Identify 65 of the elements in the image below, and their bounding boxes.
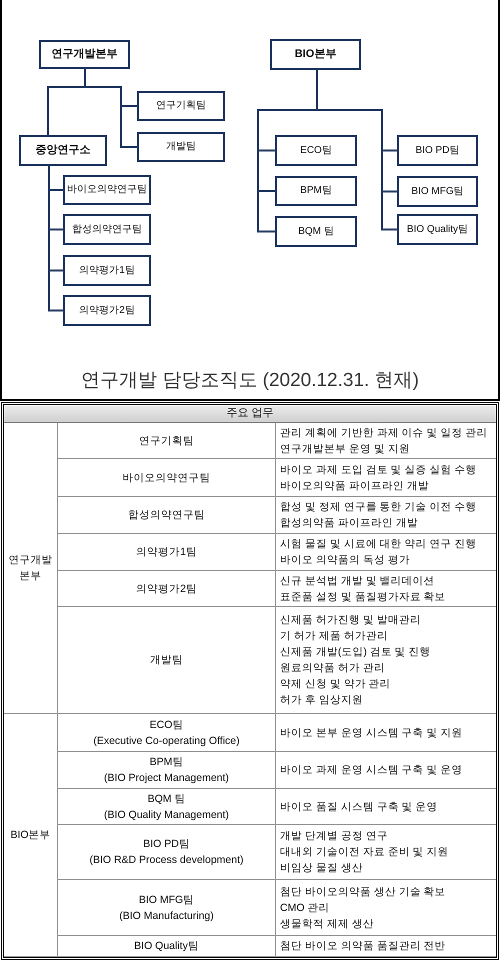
duty-text: 약제 신청 및 약가 관리 bbox=[280, 677, 391, 692]
connector-line bbox=[47, 69, 86, 135]
duty-text: 연구개발본부 운영 및 지원 bbox=[280, 442, 410, 456]
team-box: BQM 팀 bbox=[275, 216, 357, 247]
duty-text: 생물학적 제제 생산 bbox=[280, 916, 374, 932]
team-name: BQM 팀 bbox=[148, 792, 186, 806]
duty-text: 합성 및 정제 연구를 통한 기술 이전 수행 bbox=[280, 500, 476, 515]
duty-text: 원료의약품 허가 관리 bbox=[280, 661, 385, 676]
team-box: 개발팀 bbox=[137, 132, 225, 162]
team-name: 연구기획팀 bbox=[139, 434, 194, 448]
duty-text: 표준품 설정 및 품질평가자료 확보 bbox=[280, 590, 446, 604]
team-full-name: (BIO Project Management) bbox=[104, 771, 229, 786]
connector-line bbox=[48, 166, 63, 312]
duty-text: 바이오 본부 운영 시스템 구축 및 지원 bbox=[280, 726, 463, 740]
duty-text: 바이오 의약품의 독성 평가 bbox=[280, 553, 410, 568]
team-box: BIO Quality팀 bbox=[397, 214, 478, 245]
duty-text: 허가 후 임상지원 bbox=[280, 693, 363, 708]
table-header: 주요 업무 bbox=[4, 405, 496, 423]
team-box: 바이오의약연구팀 bbox=[63, 175, 151, 205]
team-box: BIO PD팀 bbox=[397, 135, 478, 166]
diagram-caption: 연구개발 담당조직도 (2020.12.31. 현재) bbox=[81, 370, 419, 393]
team-name: 바이오의약연구팀 bbox=[122, 470, 210, 486]
duty-text: 첨단 바이오 의약품 품질관리 전반 bbox=[280, 939, 446, 954]
division-box: 중앙연구소 bbox=[19, 135, 107, 166]
division-name: BIO본부 bbox=[10, 828, 51, 843]
duty-text: 바이오 과제 운영 시스템 구축 및 운영 bbox=[280, 763, 463, 778]
team-name: BIO Quality팀 bbox=[134, 939, 199, 954]
team-name: BIO PD팀 bbox=[143, 837, 190, 852]
duty-text: 첨단 바이오의약품 생산 기술 확보 bbox=[280, 884, 446, 900]
team-box: 의약평가2팀 bbox=[63, 295, 151, 326]
team-name: 의약평가1팀 bbox=[136, 545, 197, 560]
duty-text: 합성의약품 파이프라인 개발 bbox=[280, 516, 418, 531]
team-full-name: (BIO R&D Process development) bbox=[89, 853, 244, 868]
team-name: 의약평가2팀 bbox=[136, 582, 197, 596]
duty-text: 바이오 과제 도입 검토 및 실증 실험 수행 bbox=[280, 462, 476, 478]
team-box: 합성의약연구팀 bbox=[63, 214, 151, 245]
team-full-name: (BIO Quality Management) bbox=[104, 808, 229, 822]
duty-text: 신제품 개발(도입) 검토 및 진행 bbox=[280, 645, 431, 660]
duty-text: 비임상 물질 생산 bbox=[280, 861, 363, 876]
duty-text: 바이오의약품 파이프라인 개발 bbox=[280, 478, 429, 494]
division-box: BIO본부 bbox=[270, 39, 361, 70]
team-box: BPM팀 bbox=[275, 176, 357, 206]
team-box: 의약평가1팀 bbox=[63, 255, 151, 286]
connector-line bbox=[316, 70, 397, 230]
duty-text: 관리 계획에 기반한 과제 이슈 및 일정 관리 bbox=[280, 426, 488, 440]
team-box: 연구기획팀 bbox=[137, 91, 225, 121]
team-box: BIO MFG팀 bbox=[397, 176, 478, 207]
division-name: 연구개발 본부 bbox=[8, 553, 54, 584]
duty-text: 기 허가 제품 허가관리 bbox=[280, 629, 388, 644]
duty-text: 개발 단계별 공정 연구 bbox=[280, 829, 388, 844]
team-name: BIO MFG팀 bbox=[138, 892, 194, 908]
team-name: 합성의약연구팀 bbox=[128, 508, 205, 523]
team-name: 개발팀 bbox=[150, 653, 183, 668]
team-name: BPM팀 bbox=[150, 755, 184, 770]
team-box: ECO팀 bbox=[275, 135, 357, 166]
duty-text: 신규 분석법 개발 및 밸리데이션 bbox=[280, 574, 435, 588]
duty-text: 신제품 허가진행 및 발매관리 bbox=[280, 613, 421, 628]
team-full-name: (BIO Manufacturing) bbox=[119, 908, 214, 924]
division-box: 연구개발본부 bbox=[39, 40, 130, 69]
team-full-name: (Executive Co-operating Office) bbox=[93, 734, 240, 748]
duty-text: CMO 관리 bbox=[280, 900, 330, 916]
duty-text: 대내외 기술이전 자료 준비 및 지원 bbox=[280, 845, 449, 860]
duty-text: 바이오 품질 시스템 구축 및 운영 bbox=[280, 800, 438, 814]
duty-text: 시험 물질 및 시료에 대한 약리 연구 진행 bbox=[280, 537, 476, 552]
team-name: ECO팀 bbox=[150, 718, 184, 732]
